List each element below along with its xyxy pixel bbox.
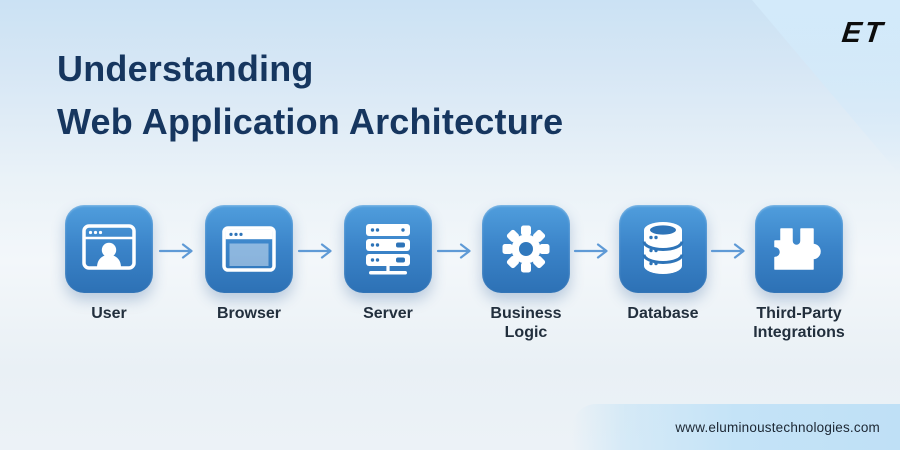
puzzle-icon [774,228,821,270]
brand-logo: ET [840,17,888,49]
stage-label: Database [627,305,699,322]
database-icon [642,222,684,274]
arrow-right-icon [297,243,332,259]
third-party-tile [755,205,843,293]
database-tile [619,205,707,293]
stage-label: Third-Party Integrations [753,305,845,341]
stage-label: Browser [216,305,282,322]
flow-stage-server: Server [318,205,458,323]
browser-tile [205,205,293,293]
page-title: Understanding Web Application Architectu… [57,48,564,142]
stage-label: Server [363,305,413,322]
flow-stage-user: User [39,205,179,323]
flow-stage-browser: Browser [179,205,319,323]
stage-label: Business Logic [490,305,562,341]
stage-label: User [91,305,127,322]
arrow-right-icon [158,243,193,259]
business-logic-tile [482,205,570,293]
user-tile [65,205,153,293]
user-icon [82,224,136,270]
flow-stage-database: Database [593,205,733,323]
browser-icon [222,226,276,272]
arrow-right-icon [710,243,745,259]
flow-stage-business-logic: Business Logic [456,205,596,342]
server-tile [344,205,432,293]
arrow-right-icon [436,243,471,259]
footer-band: www.eluminoustechnologies.com [572,404,900,450]
gear-icon [502,225,550,273]
flow-stage-third-party: Third-Party Integrations [729,205,869,342]
arrow-right-icon [573,243,608,259]
footer-url: www.eluminoustechnologies.com [675,419,880,435]
server-icon [366,224,410,275]
